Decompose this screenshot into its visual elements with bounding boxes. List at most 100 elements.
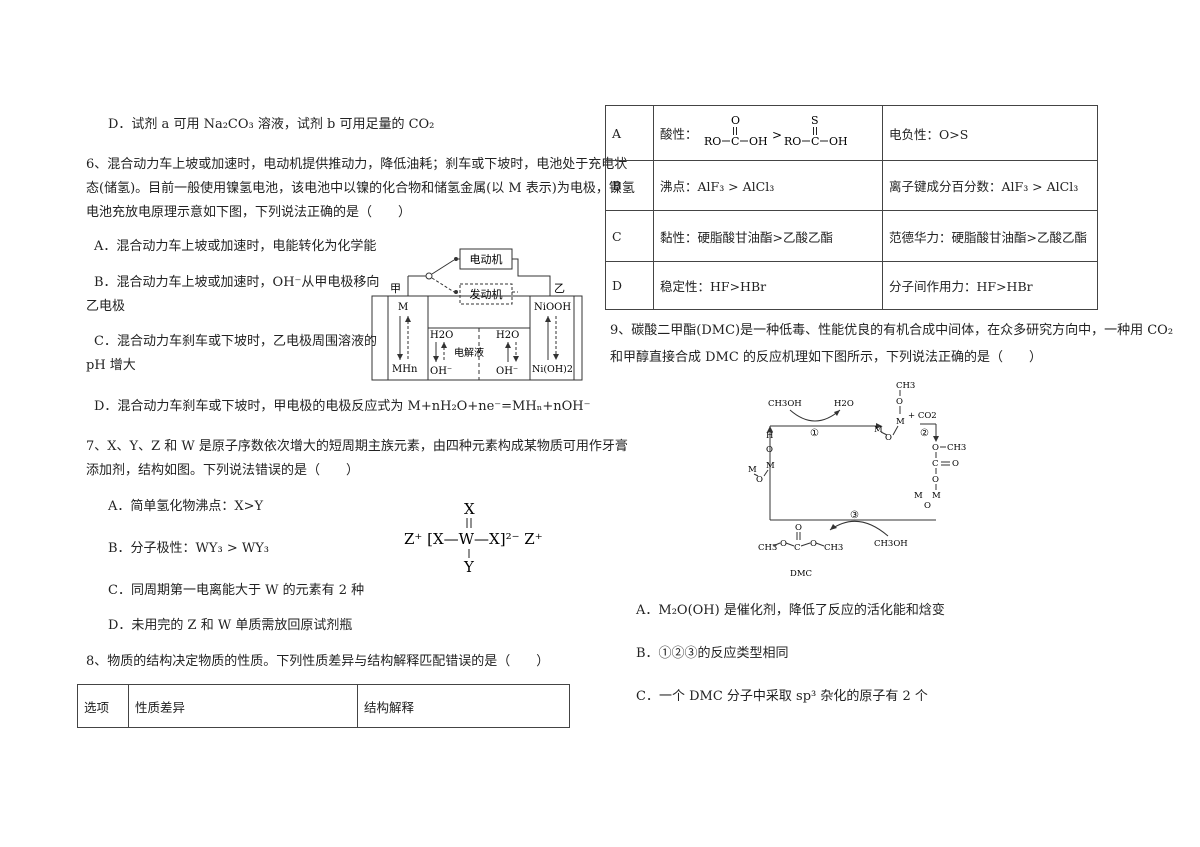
svg-text:C: C — [794, 543, 801, 553]
svg-text:O: O — [932, 443, 939, 453]
svg-text:M: M — [914, 491, 923, 501]
table-row: B 沸点：AlF₃ > AlCl₃ 离子键成分百分数：AlF₃ > AlCl₃ — [605, 160, 1098, 211]
motor-label: 电动机 — [470, 252, 503, 266]
svg-text:①: ① — [810, 428, 819, 439]
struct-x-top: X — [464, 500, 475, 518]
svg-text:M: M — [748, 465, 757, 475]
svg-text:O: O — [810, 539, 817, 549]
dmc-cycle-diagram: CH3OH H2O ① CH3 O M M O + CO2 ② O CH3 C … — [748, 381, 966, 579]
label-h2o-left: H2O — [430, 330, 453, 341]
label-electrolyte: 电解液 — [454, 346, 484, 359]
svg-text:+ CO2: + CO2 — [908, 411, 937, 421]
row-b-explanation: 离子键成分百分数：AlF₃ > AlCl₃ — [882, 160, 1098, 211]
q6-stem-line-2: 态(储氢)。目前一般使用镍氢电池，该电池中以镍的化合物和储氢金属(以 M 表示)… — [86, 181, 635, 196]
label-oh-left: OH⁻ — [430, 366, 452, 377]
q5-option-d: D．试剂 a 可用 Na₂CO₃ 溶液，试剂 b 可用足量的 CO₂ — [108, 117, 435, 132]
row-a-explanation: 电负性：O>S — [882, 105, 1098, 161]
svg-text:CH3: CH3 — [758, 543, 777, 553]
structure-formula: X Z⁺ [X—W—X]²⁻ Z⁺ Y — [404, 500, 543, 576]
q8-stem: 8、物质的结构决定物质的性质。下列性质差异与结构解释匹配错误的是（ ） — [86, 654, 550, 669]
row-c-option: C — [605, 210, 654, 262]
q6-option-b-line-1: B．混合动力车上坡或加速时，OH⁻从甲电极移向 — [94, 275, 380, 290]
table-row: A 酸性： RO C OH O > RO C OH S — [605, 105, 1098, 161]
svg-text:S: S — [811, 114, 819, 127]
svg-text:>: > — [772, 128, 782, 142]
q9-stem-line-1: 9、碳酸二甲酯(DMC)是一种低毒、性能优良的有机合成中间体，在众多研究方向中，… — [610, 323, 1174, 338]
table-row: C 黏性：硬脂酸甘油酯>乙酸乙酯 范德华力：硬脂酸甘油酯>乙酸乙酯 — [605, 210, 1098, 262]
label-mhn: MHn — [392, 364, 418, 375]
svg-text:OH: OH — [749, 135, 768, 148]
svg-text:O: O — [896, 397, 903, 407]
svg-text:O: O — [756, 475, 763, 485]
svg-text:M: M — [766, 461, 775, 471]
svg-text:CH3OH: CH3OH — [874, 539, 908, 549]
svg-text:O: O — [952, 459, 959, 469]
q6-option-a: A．混合动力车上坡或加速时，电能转化为化学能 — [94, 239, 377, 254]
electrode-jia: 甲 — [390, 282, 401, 295]
svg-text:RO: RO — [784, 135, 801, 148]
header-explanation: 结构解释 — [357, 684, 570, 728]
svg-text:C: C — [932, 459, 939, 469]
q9-option-c: C．一个 DMC 分子中采取 sp³ 杂化的原子有 2 个 — [636, 689, 928, 704]
q8-table-header: 选项 性质差异 结构解释 — [77, 684, 570, 728]
q7-option-c: C．同周期第一电离能大于 W 的元素有 2 种 — [108, 583, 365, 598]
svg-text:DMC: DMC — [790, 569, 812, 579]
q6-stem-line-1: 6、混合动力车上坡或加速时，电动机提供推动力，降低油耗；刹车或下坡时，电池处于充… — [86, 157, 628, 172]
q6-option-c-line-1: C．混合动力车刹车或下坡时，乙电极周围溶液的 — [94, 334, 377, 349]
q6-option-c-line-2: pH 增大 — [86, 358, 136, 373]
acid-structures: RO C OH O > RO C OH S — [704, 114, 848, 148]
svg-text:RO: RO — [704, 135, 721, 148]
svg-text:CH3OH: CH3OH — [768, 399, 802, 409]
battery-diagram: 电动机 发动机 甲 乙 M MHn NiOOH Ni(OH)2 H2O OH⁻ … — [371, 248, 583, 381]
header-option: 选项 — [77, 684, 129, 728]
label-h2o-right: H2O — [496, 330, 519, 341]
q6-stem-line-3: 电池充放电原理示意如下图，下列说法正确的是（ ） — [86, 205, 412, 220]
svg-text:CH3: CH3 — [824, 543, 843, 553]
svg-text:H: H — [766, 431, 773, 441]
q9-stem-line-2: 和甲醇直接合成 DMC 的反应机理如下图所示，下列说法正确的是（ ） — [610, 350, 1042, 365]
q7-option-d: D．未用完的 Z 和 W 单质需放回原试剂瓶 — [108, 618, 353, 633]
q7-stem-line-1: 7、X、Y、Z 和 W 是原子序数依次增大的短周期主族元素，由四种元素构成某物质… — [86, 439, 628, 454]
svg-text:M: M — [932, 491, 941, 501]
svg-text:O: O — [780, 539, 787, 549]
row-a-option: A — [605, 105, 654, 161]
label-oh-right: OH⁻ — [496, 366, 518, 377]
svg-text:CH3: CH3 — [947, 443, 966, 453]
header-difference: 性质差异 — [128, 684, 358, 728]
row-d-difference: 稳定性：HF>HBr — [653, 261, 883, 310]
svg-text:O: O — [924, 501, 931, 511]
svg-text:②: ② — [920, 428, 929, 439]
svg-text:C: C — [731, 135, 739, 148]
label-nioh2: Ni(OH)2 — [532, 364, 573, 375]
q7-option-a: A．简单氢化物沸点：X>Y — [108, 499, 264, 514]
row-c-explanation: 范德华力：硬脂酸甘油酯>乙酸乙酯 — [882, 210, 1098, 262]
svg-text:CH3: CH3 — [896, 381, 915, 391]
row-c-difference: 黏性：硬脂酸甘油酯>乙酸乙酯 — [653, 210, 883, 262]
row-a-difference: 酸性： RO C OH O > RO C OH S — [653, 105, 883, 161]
table-row: D 稳定性：HF>HBr 分子间作用力：HF>HBr — [605, 261, 1098, 310]
struct-y-bottom: Y — [463, 558, 475, 576]
q9-option-a: A．M₂O(OH) 是催化剂，降低了反应的活化能和焓变 — [636, 603, 945, 618]
svg-text:O: O — [885, 433, 892, 443]
label-niooh: NiOOH — [534, 302, 571, 313]
svg-text:O: O — [795, 523, 802, 533]
row-b-option: B — [605, 160, 654, 211]
q7-option-b: B．分子极性：WY₃ > WY₃ — [108, 541, 270, 556]
svg-text:M: M — [896, 417, 905, 427]
svg-text:M: M — [874, 425, 883, 435]
q9-option-b: B．①②③的反应类型相同 — [636, 646, 789, 661]
q6-option-d: D．混合动力车刹车或下坡时，甲电极的电极反应式为 M+nH₂O+ne⁻=MHₙ+… — [94, 399, 591, 414]
q7-stem-line-2: 添加剂，结构如图。下列说法错误的是（ ） — [86, 463, 360, 478]
row-d-explanation: 分子间作用力：HF>HBr — [882, 261, 1098, 310]
q6-option-b-line-2: 乙电极 — [86, 299, 126, 314]
row-d-option: D — [605, 261, 654, 310]
engine-label: 发动机 — [470, 287, 503, 301]
svg-text:O: O — [766, 445, 773, 455]
label-m: M — [398, 302, 408, 313]
row-b-difference: 沸点：AlF₃ > AlCl₃ — [653, 160, 883, 211]
struct-main: Z⁺ [X—W—X]²⁻ Z⁺ — [404, 530, 543, 548]
svg-text:H2O: H2O — [834, 399, 854, 409]
electrode-yi: 乙 — [554, 282, 565, 295]
q8-table-rows: A 酸性： RO C OH O > RO C OH S — [605, 105, 1098, 310]
svg-text:C: C — [811, 135, 819, 148]
